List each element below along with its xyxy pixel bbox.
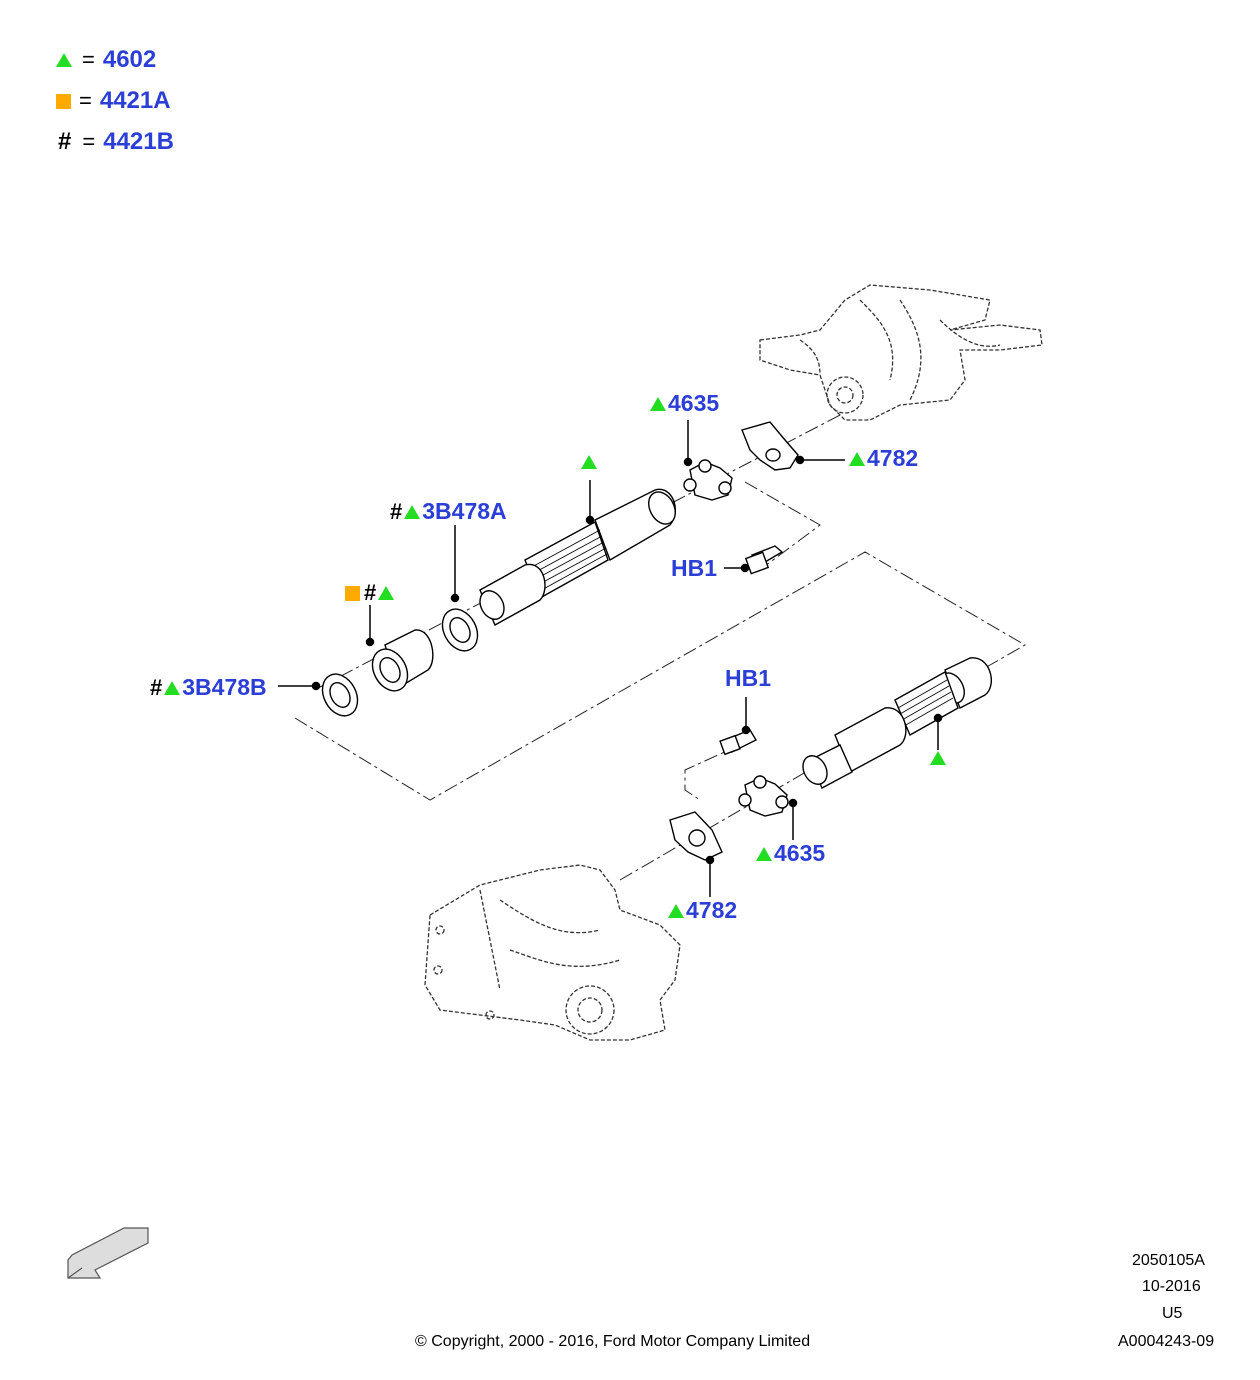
upper-seals <box>321 608 479 717</box>
leader-lines <box>278 420 943 897</box>
legend-equals: = <box>82 129 96 154</box>
callout-tube-upper[interactable] <box>581 455 599 469</box>
direction-arrow-icon <box>67 1227 149 1279</box>
upper-joint-parts <box>683 421 799 575</box>
callout-label: 4635 <box>774 840 826 866</box>
green-triangle-icon <box>404 504 421 519</box>
callout-label: 4635 <box>668 390 720 416</box>
callout-label: 3B478B <box>182 674 267 700</box>
reference-model: U5 <box>1162 1305 1183 1322</box>
green-triangle-icon <box>756 846 772 861</box>
green-triangle-icon <box>164 680 181 695</box>
callout-4635-lower[interactable]: 4635 <box>756 840 825 867</box>
callout-label: 3B478A <box>422 498 507 524</box>
callout-3b478a[interactable]: # 3B478A <box>390 498 507 525</box>
callout-4782-lower[interactable]: 4782 <box>668 897 737 924</box>
green-triangle-icon <box>378 586 395 600</box>
callout-bearing-set[interactable]: # <box>345 580 396 606</box>
legend-code: 4602 <box>102 46 157 73</box>
lower-shaft-tube <box>802 657 993 789</box>
hash-icon: # <box>390 498 403 524</box>
legend-equals: = <box>82 47 95 72</box>
hash-icon: # <box>364 580 377 605</box>
callout-4635-upper[interactable]: 4635 <box>650 390 719 417</box>
callout-label: 4782 <box>686 897 738 923</box>
green-triangle-icon <box>56 53 72 67</box>
orange-square-icon <box>56 93 71 109</box>
reference-code: 2050105A <box>1132 1252 1205 1269</box>
lower-joint-parts <box>669 729 789 861</box>
green-triangle-icon <box>668 903 684 918</box>
green-triangle-icon <box>849 451 865 466</box>
hash-icon: # <box>150 674 163 700</box>
legend-row-4421b: # = 4421B <box>56 127 174 157</box>
green-triangle-icon <box>930 751 946 765</box>
rear-axle-assembly <box>759 284 1043 421</box>
legend-equals: = <box>79 88 92 113</box>
callout-tube-lower[interactable] <box>930 751 948 765</box>
callout-4782-upper[interactable]: 4782 <box>849 445 918 472</box>
green-triangle-icon <box>650 396 666 411</box>
callout-label: 4782 <box>867 445 919 471</box>
callout-label: HB1 <box>671 555 718 581</box>
upper-shaft-tube <box>479 488 676 626</box>
callout-label: HB1 <box>725 665 772 691</box>
transfer-case-assembly <box>424 864 681 1041</box>
green-triangle-icon <box>581 455 597 469</box>
legend-code: 4421B <box>103 128 174 155</box>
callout-3b478b[interactable]: # 3B478B <box>150 674 267 701</box>
copyright-notice: © Copyright, 2000 - 2016, Ford Motor Com… <box>415 1333 811 1350</box>
callout-hb1-upper[interactable]: HB1 <box>671 555 717 582</box>
legend-code: 4421A <box>99 87 171 114</box>
orange-square-icon <box>345 585 360 601</box>
illustration-number: A0004243-09 <box>1118 1333 1215 1350</box>
callout-hb1-lower[interactable]: HB1 <box>725 665 771 692</box>
legend-row-4421a: = 4421A <box>56 86 171 116</box>
reference-date: 10-2016 <box>1142 1278 1201 1295</box>
legend-row-4602: = 4602 <box>56 45 156 75</box>
hash-icon: # <box>58 128 72 155</box>
